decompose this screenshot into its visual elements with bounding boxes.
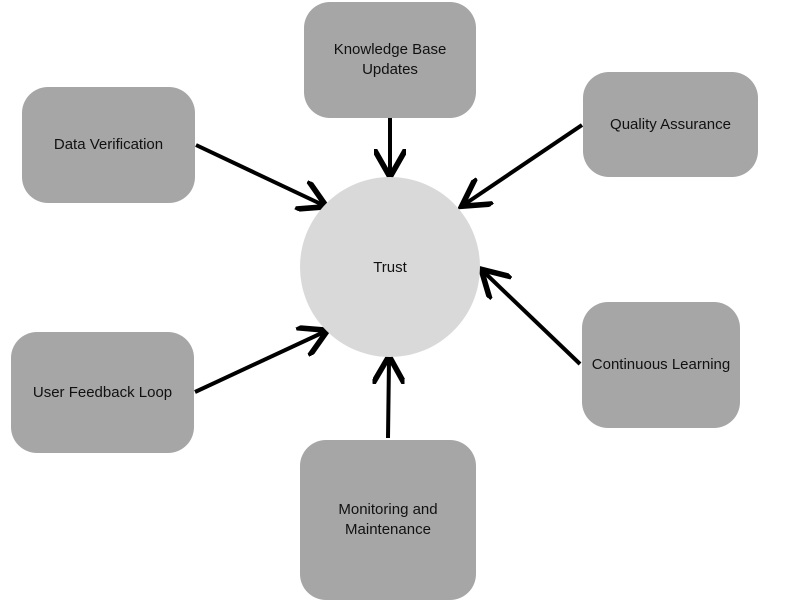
knowledge-base-updates-box: Knowledge Base Updates: [304, 2, 476, 118]
trust-label: Trust: [373, 258, 407, 276]
continuous-learning-box: Continuous Learning: [582, 302, 740, 428]
quality-assurance-box: Quality Assurance: [583, 72, 758, 177]
arrow-monitoring-to-trust: [388, 360, 389, 439]
user-feedback-loop-box: User Feedback Loop: [11, 332, 194, 453]
data-verification-box: Data Verification: [22, 87, 195, 203]
monitoring-and-maintenance-box: Monitoring and Maintenance: [300, 440, 476, 600]
user-feedback-loop-label: User Feedback Loop: [32, 383, 173, 401]
arrow-verification-to-trust: [195, 143, 323, 205]
trust-circle: Trust: [300, 177, 480, 357]
continuous-learning-label: Continuous Learning: [591, 356, 731, 373]
monitoring-and-maintenance-label: Monitoring and Maintenance: [338, 501, 438, 538]
arrow-feedback-to-trust: [194, 332, 324, 394]
arrow-quality-to-trust: [465, 123, 584, 204]
arrow-learning-to-trust: [484, 272, 582, 366]
knowledge-base-updates-label: Knowledge Base Updates: [333, 41, 447, 78]
quality-assurance-label: Quality Assurance: [610, 115, 731, 133]
data-verification-label: Data Verification: [53, 136, 164, 153]
